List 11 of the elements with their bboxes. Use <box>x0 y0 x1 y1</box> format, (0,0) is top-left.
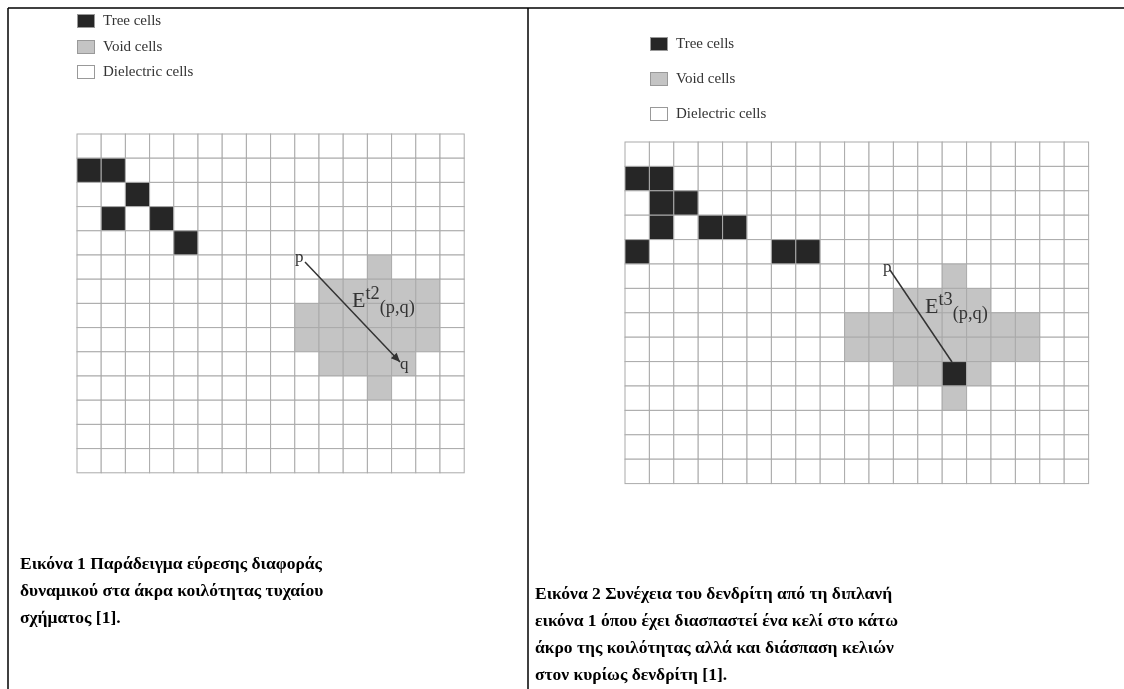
legend-label: Void cells <box>676 70 736 87</box>
legend-label: Dielectric cells <box>103 63 194 80</box>
point-label: p <box>883 258 892 275</box>
figure-caption: Εικόνα 1 Παράδειγμα εύρεσης διαφοράς δυναμικού στα άκρα κοιλότητας τυχαίου σχήματος [1]. <box>20 552 325 629</box>
legend-label: Dielectric cells <box>676 105 767 122</box>
point-label: p <box>295 248 304 265</box>
point-label: q <box>400 355 409 372</box>
legend-label: Tree cells <box>676 35 735 52</box>
legend-label: Tree cells <box>103 12 162 29</box>
figure-caption: Εικόνα 2 Συνέχεια του δενδρίτη από τη διπλανή εικόνα 1 όπου έχει διασπαστεί ένα κελί στο κάτω άκρο της κοιλότητας αλλά και διάσπαση κελιών στον κυρίως δενδρίτη [1]. <box>535 582 899 686</box>
legend-label: Void cells <box>103 38 163 55</box>
